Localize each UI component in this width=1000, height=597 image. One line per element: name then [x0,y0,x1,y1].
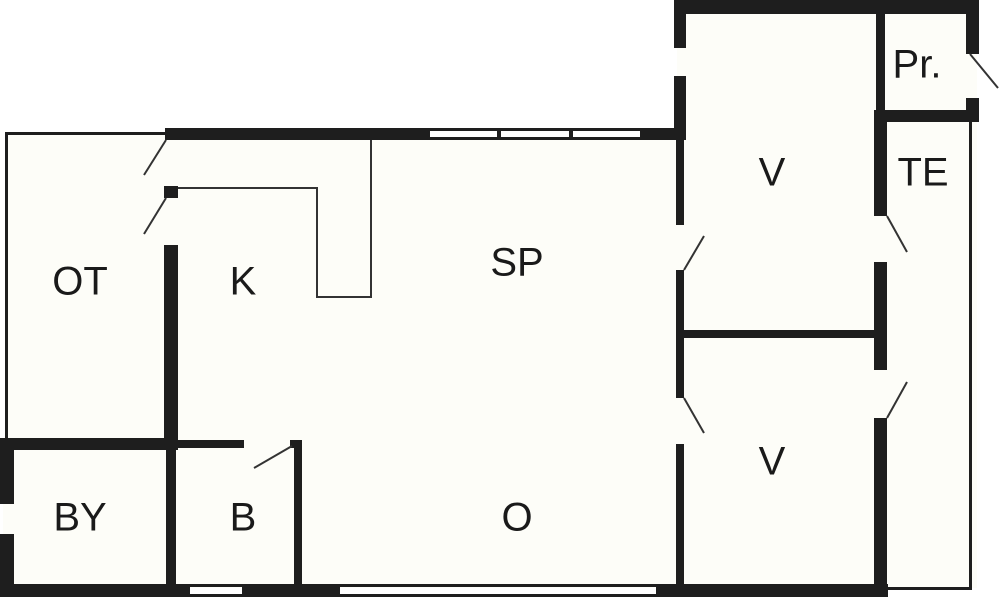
door-swings [143,53,999,469]
room-label-v-upper: V [759,151,786,195]
room-label-te: TE [897,151,948,195]
floor-areas [7,8,977,590]
walls [0,0,979,597]
room-label-v-lower: V [759,440,786,484]
kitchen-counter [178,140,372,298]
room-label-ot: OT [52,260,108,304]
room-label-k: K [230,260,257,304]
room-label-by: BY [53,496,106,540]
windows [3,48,683,534]
room-labels: OT K SP V Pr. TE V BY B O [52,43,948,540]
room-label-o: O [501,496,532,540]
room-label-pr: Pr. [893,43,942,87]
room-label-sp: SP [490,241,543,285]
room-label-b: B [230,496,257,540]
